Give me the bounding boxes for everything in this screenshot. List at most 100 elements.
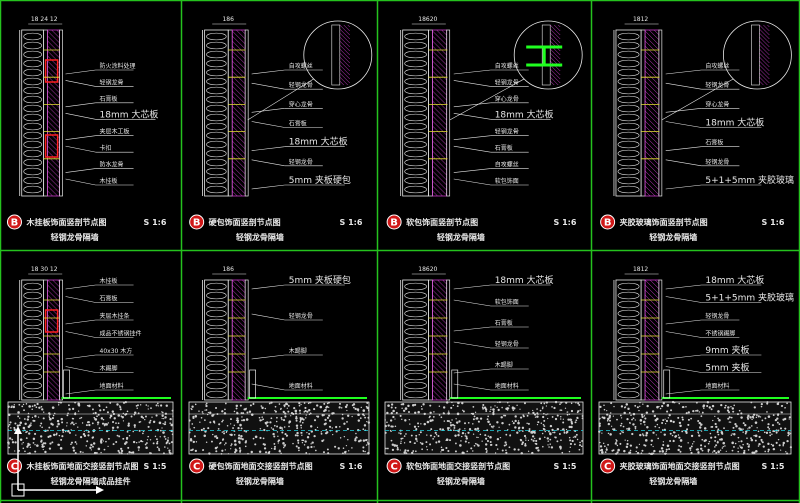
aggregate-dot: [680, 445, 683, 448]
aggregate-dot: [161, 414, 164, 417]
aggregate-dot: [314, 449, 317, 452]
aggregate-dot: [615, 439, 618, 442]
aggregate-dot: [434, 431, 437, 434]
aggregate-dot: [160, 429, 162, 432]
aggregate-dot: [306, 436, 310, 439]
aggregate-dot: [238, 440, 241, 444]
aggregate-dot: [720, 430, 723, 434]
leader-line: [665, 331, 702, 338]
aggregate-dot: [658, 426, 660, 429]
aggregate-dot: [191, 423, 194, 425]
aggregate-dot: [300, 427, 302, 429]
aggregate-dot: [423, 422, 427, 426]
detail-subtitle: 轻钢龙骨隔墙: [649, 476, 697, 486]
aggregate-dot: [467, 421, 470, 424]
aggregate-dot: [399, 449, 401, 451]
aggregate-dot: [188, 419, 191, 422]
aggregate-dot: [771, 444, 775, 447]
aggregate-dot: [313, 435, 316, 438]
aggregate-dot: [715, 444, 718, 447]
aggregate-dot: [387, 404, 390, 407]
aggregate-dot: [302, 418, 305, 421]
aggregate-dot: [51, 417, 54, 420]
aggregate-dot: [221, 449, 224, 452]
aggregate-dot: [442, 406, 446, 409]
aggregate-dot: [364, 450, 366, 453]
aggregate-dot: [23, 418, 26, 420]
aggregate-dot: [269, 421, 272, 424]
aggregate-dot: [189, 438, 193, 442]
aggregate-dot: [127, 446, 130, 449]
aggregate-dot: [435, 441, 438, 444]
aggregate-dot: [120, 447, 123, 450]
aggregate-dot: [560, 416, 562, 418]
aggregate-dot: [357, 428, 360, 432]
aggregate-dot: [303, 444, 306, 446]
aggregate-dot: [543, 419, 546, 422]
hanger-clip: [44, 134, 59, 158]
aggregate-dot: [565, 401, 568, 404]
aggregate-dot: [300, 424, 303, 427]
dimension-text: 186: [222, 266, 234, 273]
aggregate-dot: [653, 449, 656, 453]
aggregate-dot: [161, 417, 163, 420]
aggregate-dot: [635, 446, 638, 449]
aggregate-dot: [521, 430, 524, 432]
aggregate-dot: [165, 404, 168, 407]
aggregate-dot: [717, 433, 720, 436]
aggregate-dot: [490, 408, 492, 411]
detail-scale: S 1:6: [340, 462, 363, 471]
aggregate-dot: [281, 418, 283, 421]
aggregate-dot: [700, 430, 703, 432]
aggregate-dot: [163, 417, 165, 420]
aggregate-dot: [237, 436, 241, 440]
aggregate-dot: [449, 439, 452, 442]
aggregate-dot: [252, 403, 255, 406]
aggregate-dot: [730, 434, 733, 437]
aggregate-dot: [415, 428, 418, 431]
aggregate-dot: [37, 416, 40, 418]
aggregate-dot: [630, 414, 632, 417]
leader-line: [665, 82, 702, 90]
aggregate-dot: [417, 422, 419, 425]
aggregate-dot: [536, 415, 539, 418]
aggregate-dot: [474, 427, 477, 431]
aggregate-dot: [701, 411, 704, 414]
aggregate-dot: [420, 423, 422, 425]
detail-scale: S 1:6: [144, 218, 167, 227]
aggregate-dot: [769, 431, 771, 434]
aggregate-dot: [40, 422, 43, 425]
aggregate-dot: [455, 442, 457, 445]
aggregate-dot: [249, 404, 252, 407]
aggregate-dot: [714, 439, 717, 442]
aggregate-dot: [668, 414, 671, 417]
aggregate-dot: [204, 409, 206, 411]
aggregate-dot: [163, 423, 166, 426]
aggregate-dot: [284, 415, 287, 418]
aggregate-dot: [678, 421, 682, 425]
aggregate-dot: [223, 430, 225, 433]
aggregate-dot: [489, 423, 492, 426]
aggregate-dot: [785, 451, 787, 453]
aggregate-dot: [10, 427, 12, 429]
aggregate-dot: [353, 406, 355, 409]
aggregate-dot: [778, 444, 781, 447]
aggregate-dot: [761, 441, 764, 444]
material-note: 轻钢龙骨: [289, 312, 313, 320]
aggregate-dot: [207, 411, 210, 414]
aggregate-dot: [650, 439, 654, 442]
aggregate-dot: [399, 432, 402, 435]
material-note: 石膏板: [100, 295, 118, 303]
aggregate-dot: [304, 409, 307, 412]
aggregate-dot: [301, 442, 304, 444]
aggregate-dot: [545, 414, 547, 416]
aggregate-dot: [700, 423, 703, 426]
aggregate-dot: [695, 401, 698, 404]
aggregate-dot: [422, 403, 425, 406]
aggregate-dot: [431, 419, 434, 422]
aggregate-dot: [105, 440, 107, 443]
aggregate-dot: [346, 427, 349, 431]
aggregate-dot: [459, 444, 462, 447]
aggregate-dot: [239, 423, 242, 427]
aggregate-dot: [516, 431, 519, 434]
